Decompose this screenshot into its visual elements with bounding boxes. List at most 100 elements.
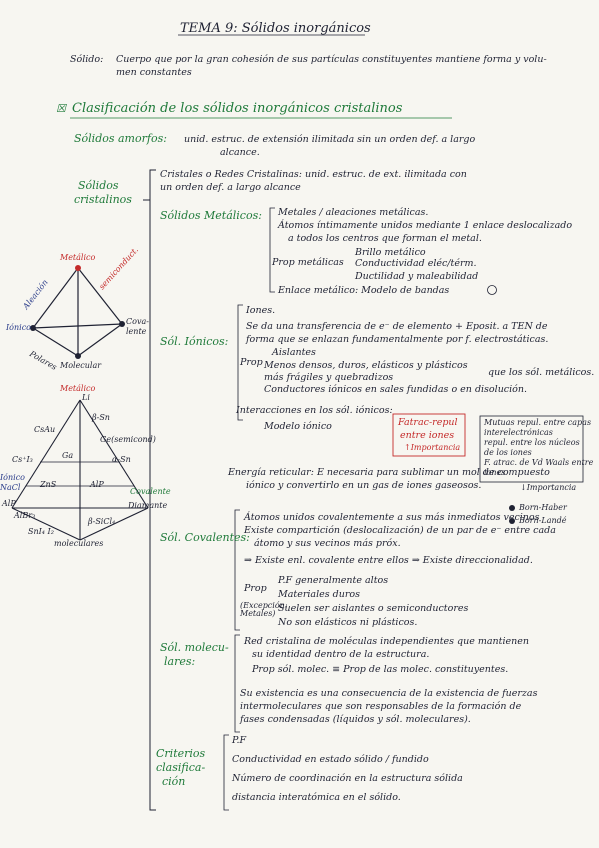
metalicos-label: Sólidos Metálicos: [160, 209, 262, 222]
triangle-top-label: Metálico [60, 384, 96, 393]
covalentes-label: Sól. Covalentes: [160, 531, 250, 544]
triangle-label-sicl4: β-SiCl₄ [88, 517, 116, 526]
ionicos-prop-4: Conductores iónicos en sales fundidas o … [264, 384, 528, 395]
ionicos-prop-2: Menos densos, duros, elásticos y plástic… [264, 360, 468, 371]
section-heading: Clasificación de los sólidos inorgánicos… [72, 101, 403, 116]
triangle-label-alp: AlP [90, 480, 104, 489]
box2-line3: repul. entre los núcleos [484, 438, 580, 447]
amorfos-label: Sólidos amorfos: [74, 132, 167, 145]
brace-metalicos [269, 207, 275, 293]
moleculares-label-1: Sól. molecu- [160, 641, 229, 654]
brace-covalentes [234, 509, 240, 631]
born-lande-bullet-icon [509, 518, 515, 524]
metalicos-prop: Prop metálicas [272, 257, 344, 268]
moleculares-item-2: su identidad dentro de la estructura. [252, 649, 430, 660]
moleculares-item-5: intermoleculares que son responsables de… [240, 701, 522, 712]
moleculares-label-2: lares: [164, 655, 196, 668]
energia-line1: Energía reticular: E necesaria para subl… [228, 467, 550, 478]
criterios-label-3: ción [162, 775, 186, 788]
diamond-right-label-1: Cova- [126, 317, 149, 326]
redes-line1: Cristales o Redes Cristalinas: unid. est… [160, 169, 467, 180]
covalentes-item-4: ⇒ Existe enl. covalente entre ellos ⇒ Ex… [244, 555, 533, 566]
page-title: TEMA 9: Sólidos inorgánicos [180, 21, 371, 36]
criterios-item-1: P.F [232, 735, 247, 746]
diamond-left-label: Iónico [6, 323, 31, 332]
metalicos-item-3: a todos los centros que forman el metal. [288, 233, 482, 244]
cristalinos-label-2: cristalinos [74, 193, 132, 206]
moleculares-item-3: Prop sól. molec. ≡ Prop de las molec. co… [252, 664, 509, 675]
triangle-label-sni4: SnI₄ I₂ [28, 527, 54, 536]
diamond-bottom-label: Molecular [60, 361, 102, 370]
ionicos-item-2: Se da una transferencia de e⁻ de element… [246, 321, 548, 332]
brace-moleculares [234, 634, 240, 733]
box-mutuas [479, 415, 584, 483]
covalentes-prop-1: P.F generalmente altos [278, 575, 389, 586]
brace-criterios [223, 734, 229, 811]
born-haber-bullet-icon [509, 505, 515, 511]
born-lande: Born-Landé [519, 516, 567, 525]
triangle-label-csi3: Cs⁺I₃ [12, 455, 33, 464]
box2-line1: Mutuas repul. entre capas [484, 418, 592, 427]
covalentes-item-1: Átomos unidos covalentemente a sus más i… [244, 512, 540, 523]
box1-line1: Fatrac-repul [398, 417, 458, 428]
diamond-right-label-2: lente [126, 327, 147, 336]
metalicos-item-1: Metales / aleaciones metálicas. [278, 207, 429, 218]
covalentes-item-2: Existe compartición (deslocalización) de… [244, 525, 556, 536]
ionicos-label: Sól. Iónicos: [160, 335, 229, 348]
triangle-label-bsn: β-Sn [92, 413, 110, 422]
ionicos-inter-1: Interacciones en los sól. iónicos: [236, 405, 393, 416]
criterios-item-2: Conductividad en estado sólido / fundido [232, 754, 429, 765]
triangle-label-ge: Ge(semicond) [100, 435, 156, 444]
ionicos-prop: Prop [240, 357, 263, 368]
metalicos-prop-2: Conductividad eléc/térm. [355, 258, 477, 269]
born-haber: Born-Haber [519, 503, 567, 512]
box2-line6: iones [484, 468, 506, 477]
amorfos-line2: alcance. [220, 147, 260, 158]
triangle-left-1: Iónico [0, 473, 25, 482]
ionicos-prop-1: Aislantes [272, 347, 316, 358]
triangle-label-csau: CsAu [34, 425, 56, 434]
box2-note: ↓Importancia [520, 483, 577, 492]
amorfos-line1: unid. estruc. de extensión ilimitada sin… [184, 134, 476, 145]
box2-line5: F. atrac. de Vd Waals entre [484, 458, 594, 467]
bond-diamond [30, 265, 125, 359]
ionicos-item-3: forma que se enlazan fundamentalmente po… [246, 334, 549, 345]
criterios-item-3: Número de coordinación en la estructura … [232, 773, 463, 784]
box1-line2: entre iones [400, 430, 455, 441]
triangle-li: Li [82, 393, 90, 402]
triangle-label-ga: Ga [62, 451, 74, 460]
moleculares-item-6: fases condensadas (líquidos y sól. molec… [240, 714, 471, 725]
triangle-label-alp2: AlP [2, 499, 16, 508]
definition-label: Sólido: [70, 54, 104, 65]
covalentes-item-3: átomo y sus vecinos más próx. [254, 538, 401, 549]
metalicos-prop-3: Ductilidad y maleabilidad [355, 271, 479, 282]
triangle-label-zns: ZnS [40, 480, 57, 489]
triangle-bottom-label: moleculares [54, 539, 104, 548]
cristalinos-label-1: Sólidos [78, 179, 119, 192]
criterios-label-1: Criterios [156, 747, 206, 760]
criterios-item-4: distancia interatómica en el sólido. [232, 792, 401, 803]
metalicos-enlace: Enlace metálico: Modelo de bandas [278, 285, 450, 296]
covalentes-prop-4: No son elásticos ni plásticos. [278, 617, 418, 628]
brace-cristalinos [149, 169, 156, 811]
covalentes-prop-3: Suelen ser aislantes o semiconductores [278, 603, 469, 614]
energia-line2: iónico y convertirlo en un gas de iones … [246, 480, 482, 491]
ionicos-item-1: Iones. [246, 305, 276, 316]
definition-line1: Cuerpo que por la gran cohesión de sus p… [116, 54, 547, 65]
metalicos-prop-1: Brillo metálico [355, 247, 426, 258]
criterios-label-2: clasifica- [156, 761, 206, 774]
metalicos-item-2: Átomos íntimamente unidos mediante 1 enl… [278, 220, 573, 231]
ionicos-props-side: que los sól. metálicos. [488, 367, 595, 378]
box2-line2: interelectrónicas [484, 428, 553, 437]
van-arkel-triangle [11, 399, 149, 541]
moleculares-item-1: Red cristalina de moléculas independient… [244, 636, 530, 647]
ionicos-inter-2: Modelo iónico [264, 421, 332, 432]
box1-line3: ↑Importancia [404, 443, 461, 452]
redes-line2: un orden def. a largo alcance [160, 182, 301, 193]
covalentes-prop-2: Materiales duros [278, 589, 360, 600]
diamond-top-label: Metálico [60, 253, 96, 262]
box2-line4: de los iones [484, 448, 532, 457]
bandas-circle-icon [487, 285, 497, 295]
ionicos-prop-3: más frágiles y quebradizos [264, 372, 394, 383]
